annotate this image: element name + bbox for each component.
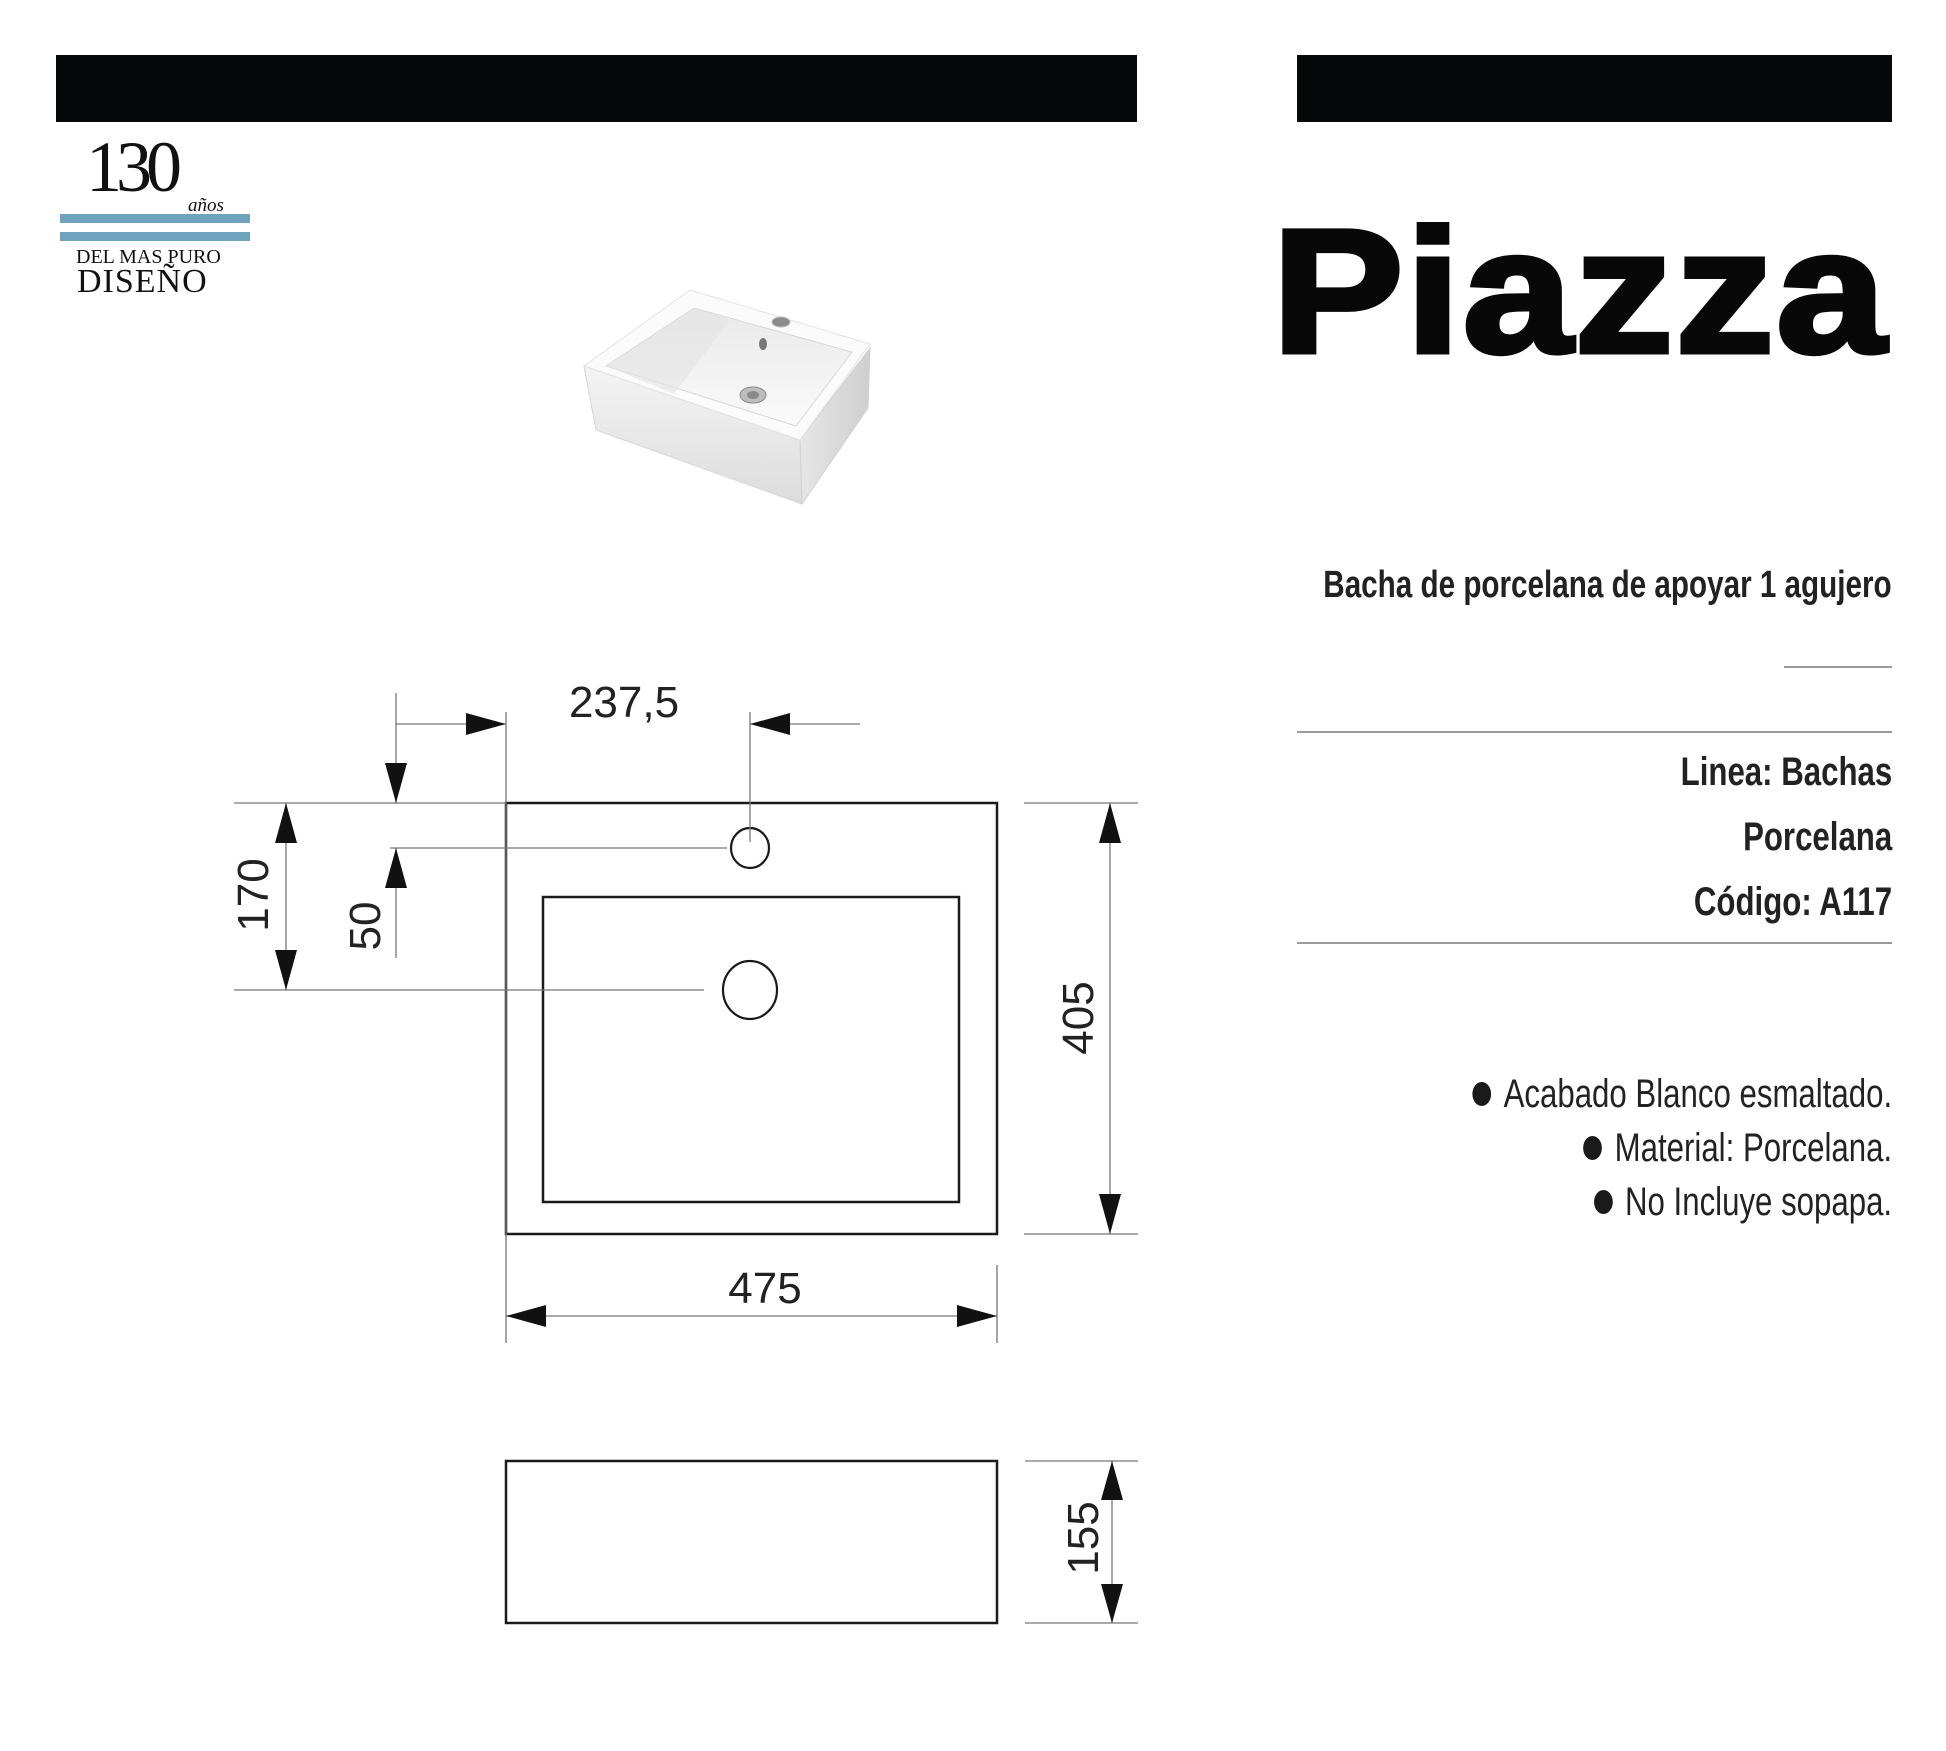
logo-stripe-bottom (60, 232, 250, 241)
spec-linea: Linea: Bachas (1680, 750, 1892, 794)
spec-material: Porcelana (1742, 815, 1892, 859)
logo-stripe-top (60, 214, 250, 223)
product-subtitle: Bacha de porcelana de apoyar 1 agujero (1323, 564, 1892, 606)
feature-item: No Incluye sopapa. (1472, 1175, 1892, 1229)
product-title: Piazza (1269, 194, 1888, 390)
side-outline (504, 1459, 999, 1625)
brand-logo: 130 años DEL MAS PURO DISEÑO (58, 131, 258, 305)
feature-item: Acabado Blanco esmaltado. (1472, 1067, 1892, 1121)
short-divider (1784, 666, 1892, 668)
logo-tagline-2: DISEÑO (77, 263, 208, 300)
logo-years: años (188, 195, 224, 216)
feature-text: No Incluye sopapa. (1624, 1179, 1892, 1224)
dim-drain-offset-y: 170 (229, 858, 278, 931)
logo-number: 130 (86, 127, 182, 207)
header-bar-left (56, 55, 1137, 122)
bullet-icon (1583, 1136, 1603, 1160)
side-view: 155 (504, 1459, 1138, 1625)
divider-bottom (1297, 942, 1892, 944)
product-photo (570, 278, 882, 508)
dim-faucet-offset-y: 50 (341, 902, 390, 951)
divider-top (1297, 731, 1892, 733)
dim-depth: 405 (1054, 981, 1103, 1054)
bullet-icon (1472, 1082, 1491, 1106)
top-view: 237,5 170 50 405 475 (229, 678, 1138, 1343)
bowl-outline (541, 895, 961, 1204)
feature-text: Material: Porcelana. (1614, 1125, 1892, 1170)
logo-tagline-1: DEL MAS PURO (76, 246, 221, 268)
feature-list: Acabado Blanco esmaltado. Material: Porc… (1354, 1067, 1892, 1229)
spec-codigo: Código: A117 (1693, 880, 1892, 924)
sink-illustration (582, 289, 871, 506)
feature-text: Acabado Blanco esmaltado. (1503, 1071, 1892, 1116)
dim-height: 155 (1059, 1501, 1108, 1574)
header-bar-right (1297, 55, 1892, 122)
feature-item: Material: Porcelana. (1472, 1121, 1892, 1175)
bullet-icon (1593, 1190, 1613, 1214)
dim-faucet-offset-x: 237,5 (569, 678, 679, 727)
dim-width: 475 (728, 1264, 801, 1313)
drain-hole (721, 959, 779, 1021)
